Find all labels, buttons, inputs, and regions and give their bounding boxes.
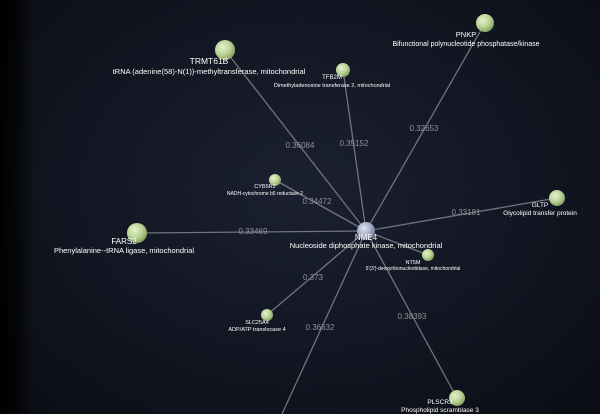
edge-fars2[interactable] <box>136 230 367 234</box>
node-description-plscr3: Phospholipid scramblase 3 <box>401 407 479 414</box>
node-label-fars2: FARS2 <box>111 237 137 246</box>
node-description-pnkp: Bifunctional polynucleotide phosphatase/… <box>392 41 539 48</box>
node-trmt61b[interactable] <box>215 40 235 60</box>
node-description-fars2: Phenylalanine--tRNA ligase, mitochondria… <box>54 246 194 255</box>
node-hub-nme4[interactable] <box>357 222 375 240</box>
edge-gltp[interactable] <box>365 197 558 232</box>
node-label-pnkp: PNKP <box>456 30 476 39</box>
edges-layer: 0.32653 0.36084 0.35152 0.34472 0.33181 0.334… <box>136 22 558 414</box>
edge-score-trmt61b: 0.36084 <box>286 141 315 150</box>
edge-score-gltp: 0.33181 <box>452 208 481 217</box>
edge-score-plscr3: 0.38393 <box>398 312 427 321</box>
nodes-layer: PNKP Bifunctional polynucleotide phosphat… <box>54 14 577 414</box>
edge-score-slc25a4: 0.373 <box>303 273 324 282</box>
node-cyb5r2[interactable] <box>269 174 281 186</box>
node-tfb2m[interactable] <box>336 63 350 77</box>
node-label-trmt61b: TRMT61B <box>190 56 229 66</box>
node-description-nt5m: 5'(3')-deoxyribonucleotidase, mitochondr… <box>366 266 461 272</box>
edge-slc25a4[interactable] <box>266 230 367 316</box>
node-gltp[interactable] <box>549 190 565 206</box>
edge-trmt61b[interactable] <box>224 49 367 232</box>
node-label-nt5m: NT5M <box>406 260 421 266</box>
node-label-tfb2m: TFB2M <box>322 75 342 81</box>
edge-score-tfb2m: 0.35152 <box>340 139 369 148</box>
node-description-nme4: Nucleoside diphosphate kinase, mitochond… <box>290 241 443 250</box>
edge-score-cyb5r2: 0.34472 <box>303 197 332 206</box>
node-pnkp[interactable] <box>476 14 494 32</box>
edge-offscreen[interactable] <box>281 230 367 414</box>
node-label-gltp: GLTP <box>532 202 549 209</box>
node-label-cyb5r2: CYB5R2 <box>254 184 275 190</box>
node-nt5m[interactable] <box>422 249 434 261</box>
node-description-trmt61b: tRNA (adenine(58)-N(1))-methyltransferas… <box>113 67 306 76</box>
edge-score-pnkp: 0.32653 <box>410 124 439 133</box>
node-label-nme4: NME4 <box>355 233 378 242</box>
edge-cyb5r2[interactable] <box>274 179 367 232</box>
node-label-plscr3: PLSCR3 <box>427 399 453 406</box>
node-plscr3[interactable] <box>449 390 465 406</box>
node-description-tfb2m: Dimethyladenosine transferase 2, mitocho… <box>274 83 390 89</box>
edge-nt5m[interactable] <box>365 230 429 256</box>
edge-score-offscreen: 0.36632 <box>306 323 335 332</box>
node-slc25a4[interactable] <box>261 309 273 321</box>
node-fars2[interactable] <box>127 223 147 243</box>
node-description-slc25a4: ADP/ATP translocase 4 <box>228 327 285 333</box>
edge-score-fars2: 0.33469 <box>239 227 268 236</box>
edge-plscr3[interactable] <box>365 230 458 399</box>
node-label-slc25a4: SLC25A4 <box>245 320 269 326</box>
edge-pnkp[interactable] <box>365 22 486 232</box>
node-description-cyb5r2: NADH-cytochrome b5 reductase 2 <box>227 191 303 197</box>
node-description-gltp: Glycolipid transfer protein <box>503 210 577 217</box>
edge-tfb2m[interactable] <box>342 69 367 232</box>
